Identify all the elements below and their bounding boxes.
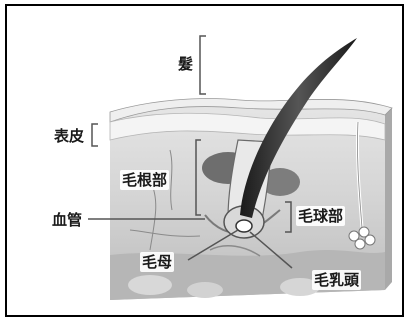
label-epidermis: 表皮 (52, 126, 87, 146)
label-hair: 髮 (176, 54, 196, 74)
leader-lines (88, 35, 293, 269)
label-dermal-papilla: 毛乳頭 (312, 270, 362, 290)
label-hair-matrix: 毛母 (140, 252, 175, 272)
label-hair-bulb: 毛球部 (296, 206, 346, 226)
label-blood-vessel: 血管 (50, 210, 85, 230)
label-hair-root: 毛根部 (120, 170, 170, 190)
hair-shaft (240, 38, 357, 218)
